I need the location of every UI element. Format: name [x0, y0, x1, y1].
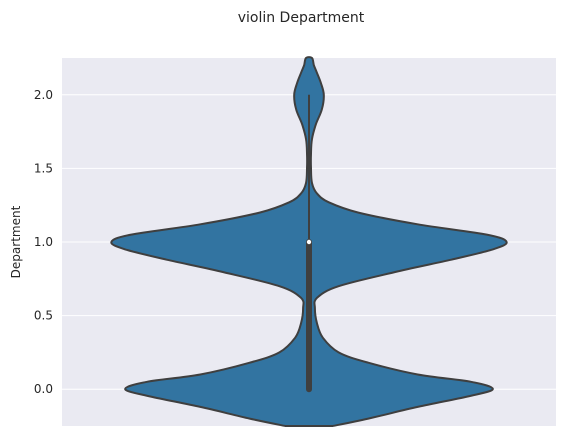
y-tick-label: 1.0 — [34, 235, 53, 249]
y-axis-label: Department — [9, 205, 23, 278]
y-tick-label: 2.0 — [34, 88, 53, 102]
chart-title: violin Department — [238, 10, 365, 26]
violin-layer — [110, 56, 508, 427]
median-point — [306, 239, 312, 245]
y-tick-label: 1.5 — [34, 161, 53, 175]
y-tick-label: 0.5 — [34, 309, 53, 323]
y-axis-ticks: 0.0 0.5 1.0 1.5 2.0 — [34, 88, 53, 396]
y-tick-label: 0.0 — [34, 382, 53, 396]
